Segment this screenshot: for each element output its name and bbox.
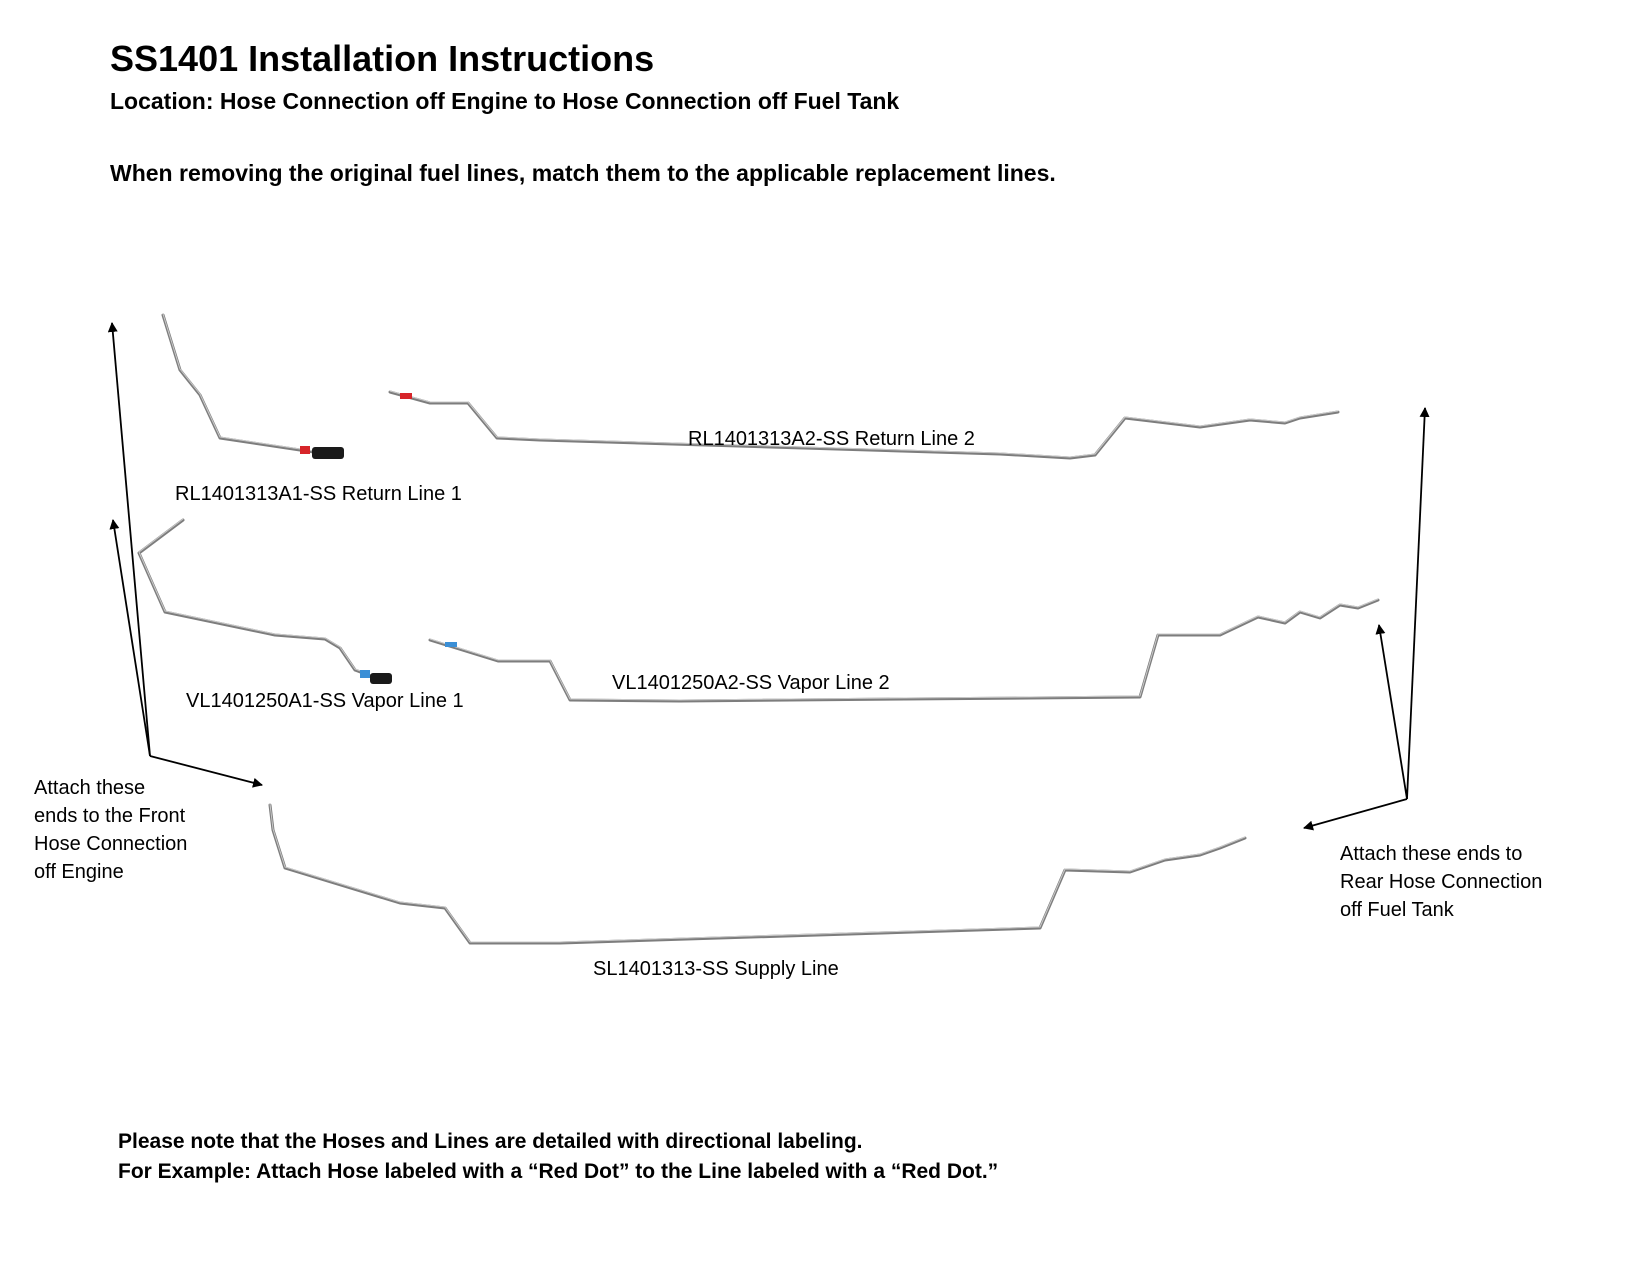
- blue-dot-marker: [360, 670, 370, 678]
- note-line-2: For Example: Attach Hose labeled with a …: [118, 1160, 999, 1183]
- arrow-to-supply-line: [149, 755, 263, 788]
- instruction-text: When removing the original fuel lines, m…: [110, 160, 1056, 186]
- arrow-to-vapor-line-2: [1375, 624, 1408, 800]
- rear-connection-callout: Attach these ends to Rear Hose Connectio…: [1340, 843, 1543, 921]
- directional-labeling-note: Please note that the Hoses and Lines are…: [118, 1127, 998, 1187]
- supply-line-tube: [268, 803, 1247, 945]
- rear-connection-arrows: [1303, 407, 1430, 831]
- arrow-to-return-line-1: [107, 322, 151, 757]
- return-line-1-label: RL1401313A1-SS Return Line 1: [175, 483, 462, 505]
- location-subtitle: Location: Hose Connection off Engine to …: [110, 88, 900, 114]
- blue-dot-marker: [445, 642, 457, 647]
- supply-line-label: SL1401313-SS Supply Line: [593, 958, 839, 980]
- vapor-line-1-tube: [137, 518, 392, 684]
- return-line-2-tube: [388, 390, 1340, 460]
- return-line-2-label: RL1401313A2-SS Return Line 2: [688, 428, 975, 450]
- hose-fitting: [370, 673, 392, 684]
- vapor-line-2-tube: [428, 598, 1380, 703]
- page-title: SS1401 Installation Instructions: [110, 38, 655, 79]
- arrow-to-return-line-2: [1406, 407, 1430, 800]
- front-connection-callout: Attach these ends to the Front Hose Conn…: [34, 777, 188, 883]
- red-dot-marker: [300, 446, 310, 454]
- arrow-to-vapor-line-1: [109, 519, 151, 757]
- red-dot-marker: [400, 393, 412, 399]
- note-line-1: Please note that the Hoses and Lines are…: [118, 1130, 863, 1153]
- vapor-line-1-label: VL1401250A1-SS Vapor Line 1: [186, 690, 464, 712]
- vapor-line-2-label: VL1401250A2-SS Vapor Line 2: [612, 672, 890, 694]
- arrow-to-supply-line: [1303, 798, 1408, 831]
- return-line-1-tube: [161, 313, 344, 459]
- hose-fitting: [312, 447, 344, 459]
- front-connection-arrows: [107, 322, 263, 788]
